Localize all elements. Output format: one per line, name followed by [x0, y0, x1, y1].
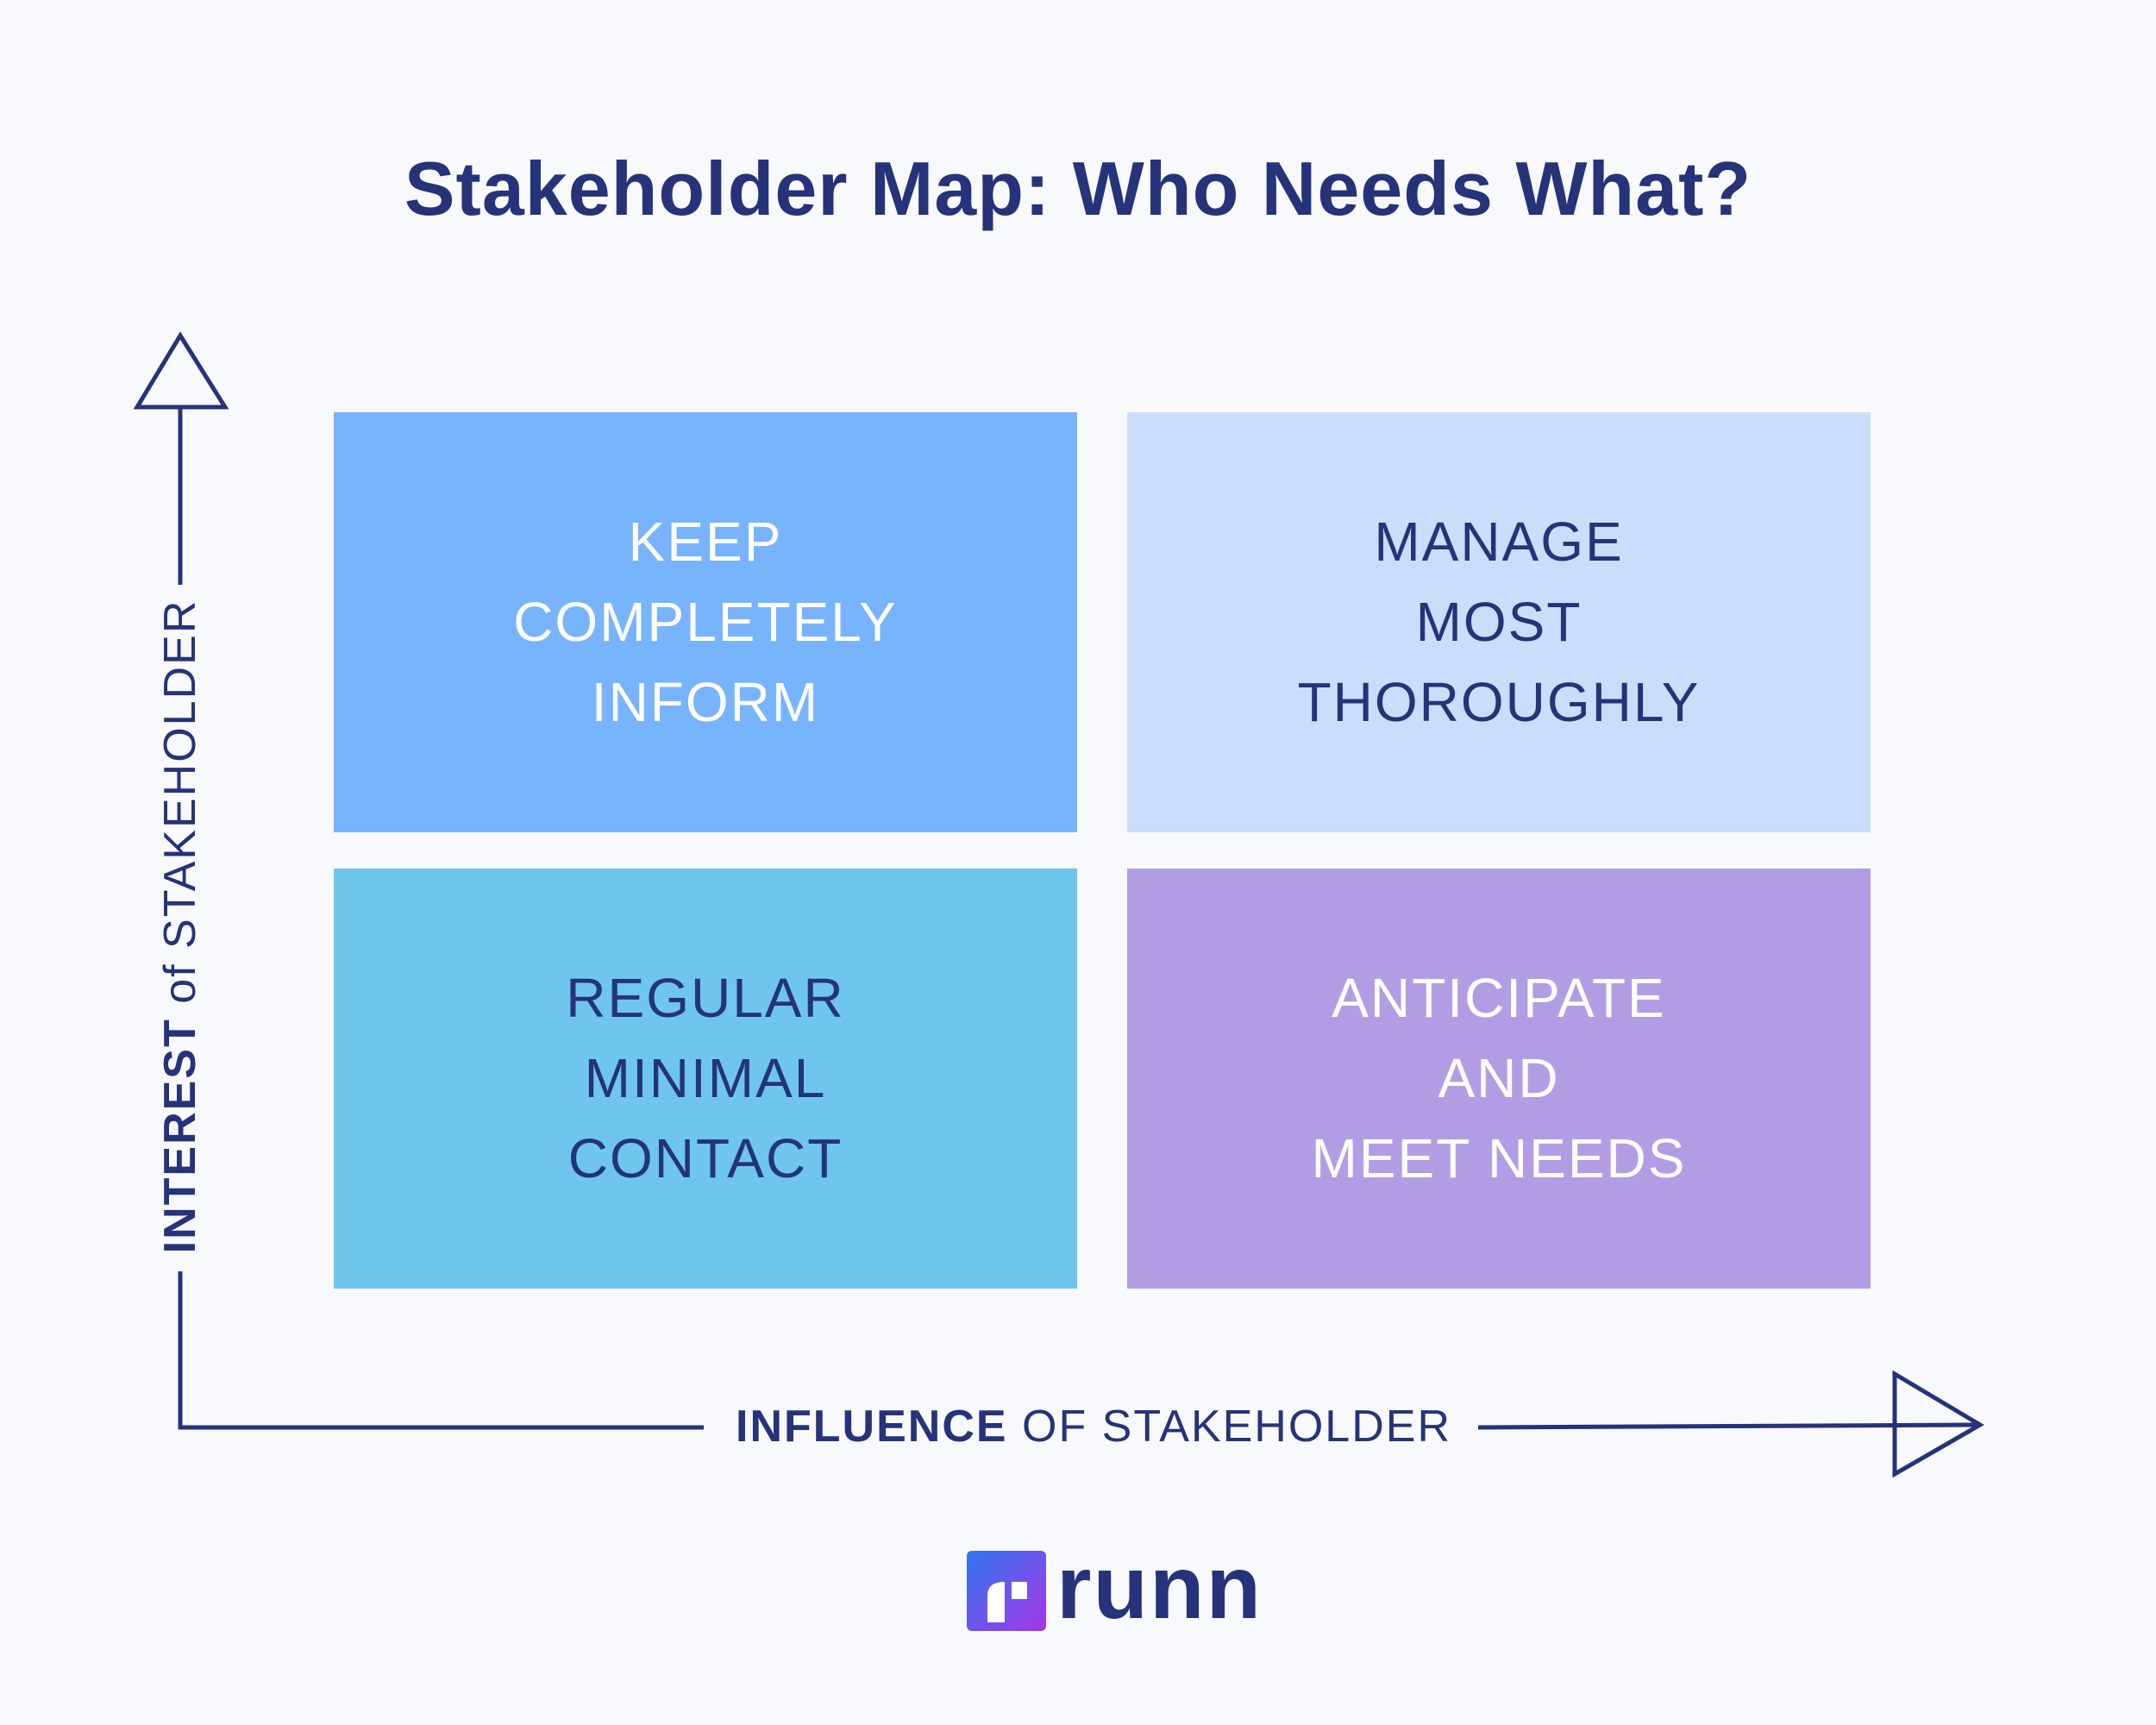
runn-logo-text: runn — [1056, 1538, 1263, 1638]
y-axis-arrowhead-icon — [133, 331, 229, 410]
quadrant-anticipate-and-meet-needs: ANTICIPATE AND MEET NEEDS — [1127, 869, 1871, 1289]
y-axis-label-rest: of STAKEHOLDER — [155, 599, 205, 1019]
quadrant-line: KEEP — [628, 511, 783, 573]
x-axis-label-bold: INFLUENCE — [736, 1402, 1008, 1452]
quadrant-line: MOST — [1415, 591, 1583, 653]
quadrant-line: MEET NEEDS — [1311, 1127, 1687, 1189]
quadrant-line: INFORM — [591, 671, 820, 733]
quadrant-line: ANTICIPATE — [1332, 967, 1666, 1029]
quadrant-manage-most-thoroughly: MANAGE MOST THOROUGHLY — [1127, 412, 1871, 832]
y-axis-line-lower — [178, 1271, 704, 1430]
y-axis-label: INTEREST of STAKEHOLDER — [154, 599, 206, 1254]
quadrant-line: CONTACT — [567, 1127, 843, 1189]
quadrant-line: THOROUGHLY — [1297, 671, 1701, 733]
y-axis-label-bold: INTEREST — [155, 1018, 205, 1254]
page-title: Stakeholder Map: Who Needs What? — [404, 146, 1752, 231]
quadrant-line: REGULAR — [566, 967, 845, 1029]
quadrant-regular-minimal-contact: REGULAR MINIMAL CONTACT — [334, 869, 1077, 1289]
quadrant-line: MANAGE — [1374, 511, 1624, 573]
x-axis-label-rest: OF STAKEHOLDER — [1007, 1402, 1452, 1452]
x-axis-line-right — [1477, 1422, 1981, 1430]
quadrant-line: MINIMAL — [584, 1047, 827, 1109]
quadrant-keep-completely-inform: KEEP COMPLETELY INFORM — [334, 412, 1077, 832]
quadrant-line: AND — [1438, 1047, 1560, 1109]
x-axis-label: INFLUENCE OF STAKEHOLDER — [736, 1401, 1451, 1452]
x-axis-arrowhead-icon — [1892, 1370, 1984, 1478]
runn-logo-icon — [967, 1551, 1046, 1631]
quadrant-line: COMPLETELY — [513, 591, 898, 653]
